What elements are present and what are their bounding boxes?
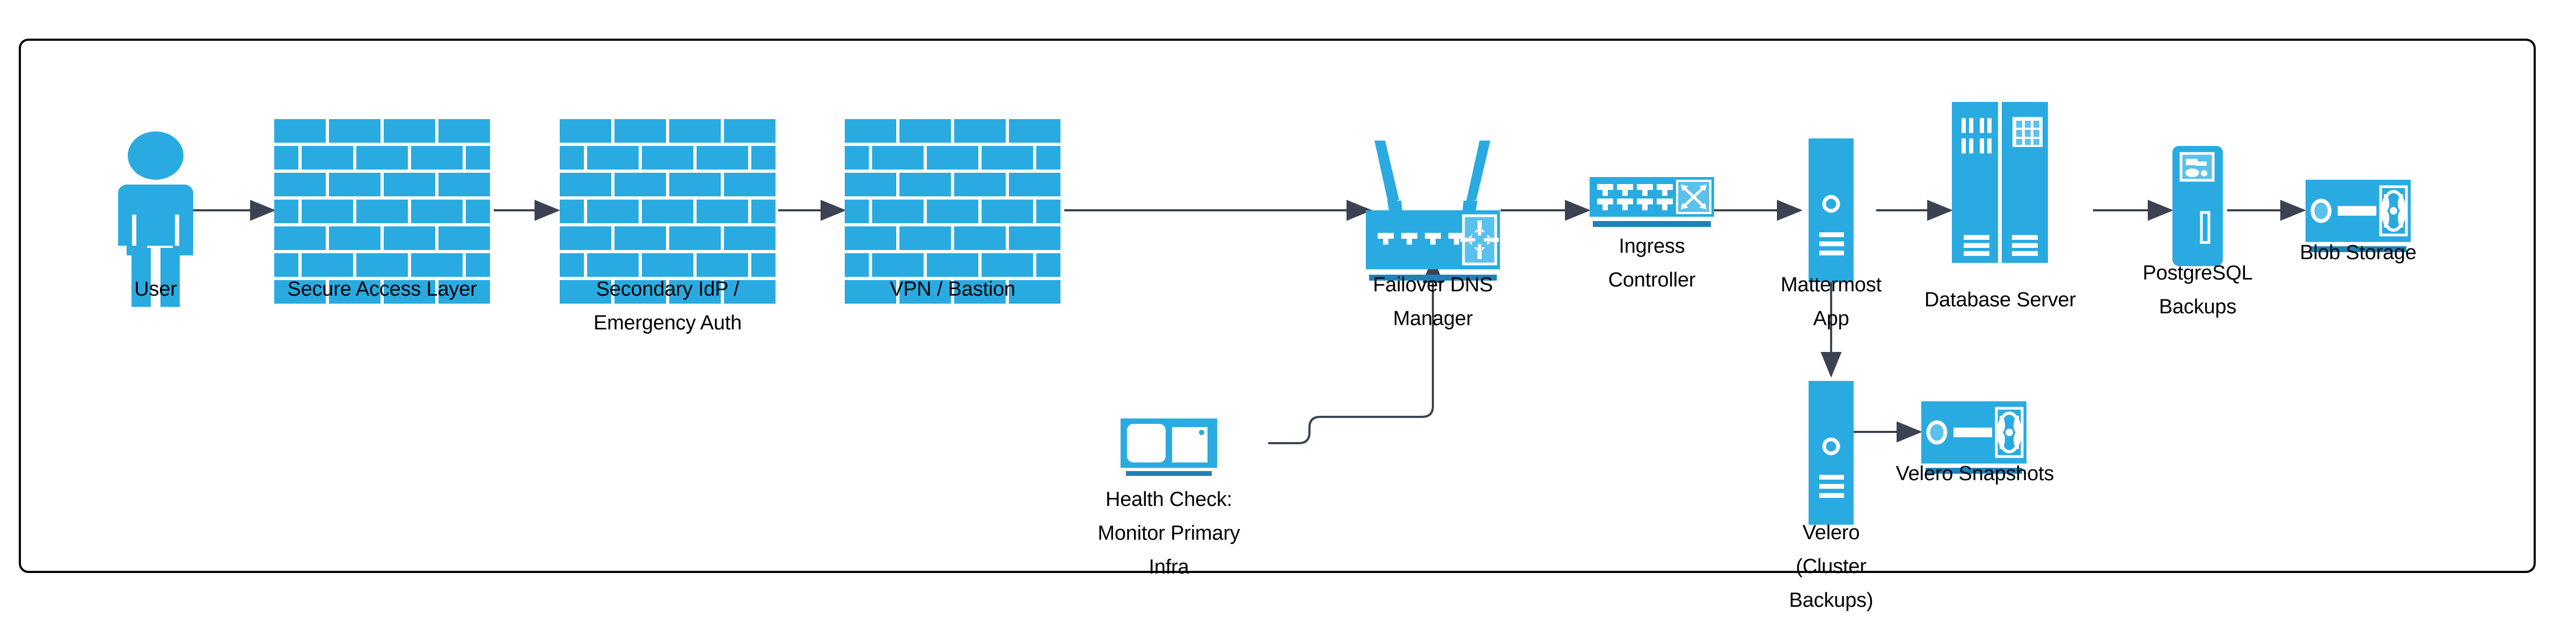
node-label-user: User — [134, 278, 177, 300]
node-label-pg-backups: PostgreSQL Backups — [2142, 262, 2253, 318]
node-label-blob-storage: Blob Storage — [2300, 241, 2417, 264]
node-label-database: Database Server — [1924, 289, 2076, 311]
node-label-mattermost: Mattermost App — [1780, 274, 1882, 330]
node-label-ingress: Ingress Controller — [1608, 235, 1696, 291]
node-label-velero: Velero (Cluster Backups) — [1789, 521, 1874, 612]
node-label-secondary-idp: Secondary IdP / Emergency Auth — [593, 278, 742, 334]
node-label-health-check: Health Check: Monitor Primary Infra — [1097, 488, 1240, 578]
node-label-failover-dns: Failover DNS Manager — [1373, 274, 1493, 330]
node-label-vpn-bastion: VPN / Bastion — [890, 278, 1015, 300]
node-label-secure-access: Secure Access Layer — [287, 278, 477, 300]
node-label-velero-snapshots: Velero Snapshots — [1896, 462, 2054, 485]
architecture-boundary — [19, 39, 2536, 573]
